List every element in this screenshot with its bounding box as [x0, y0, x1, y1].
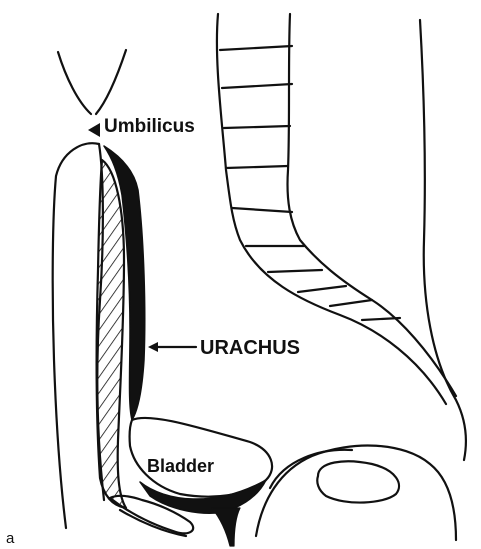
- umbilicus-label: Umbilicus: [104, 116, 195, 138]
- urethra: [212, 508, 240, 546]
- rectum-loop: [317, 461, 399, 502]
- urachus-label: URACHUS: [200, 337, 300, 360]
- urachus-pointer: [148, 342, 196, 352]
- rectus-muscle-hatched: [97, 160, 126, 508]
- abdominal-wall-outline: [53, 143, 99, 528]
- panel-letter: a: [6, 530, 14, 547]
- pelvic-floor-structures: [256, 446, 456, 540]
- umbilical-cord: [58, 50, 126, 114]
- bladder-label: Bladder: [147, 456, 214, 477]
- back-outline: [420, 20, 466, 460]
- umbilicus-arrowhead: [88, 123, 100, 137]
